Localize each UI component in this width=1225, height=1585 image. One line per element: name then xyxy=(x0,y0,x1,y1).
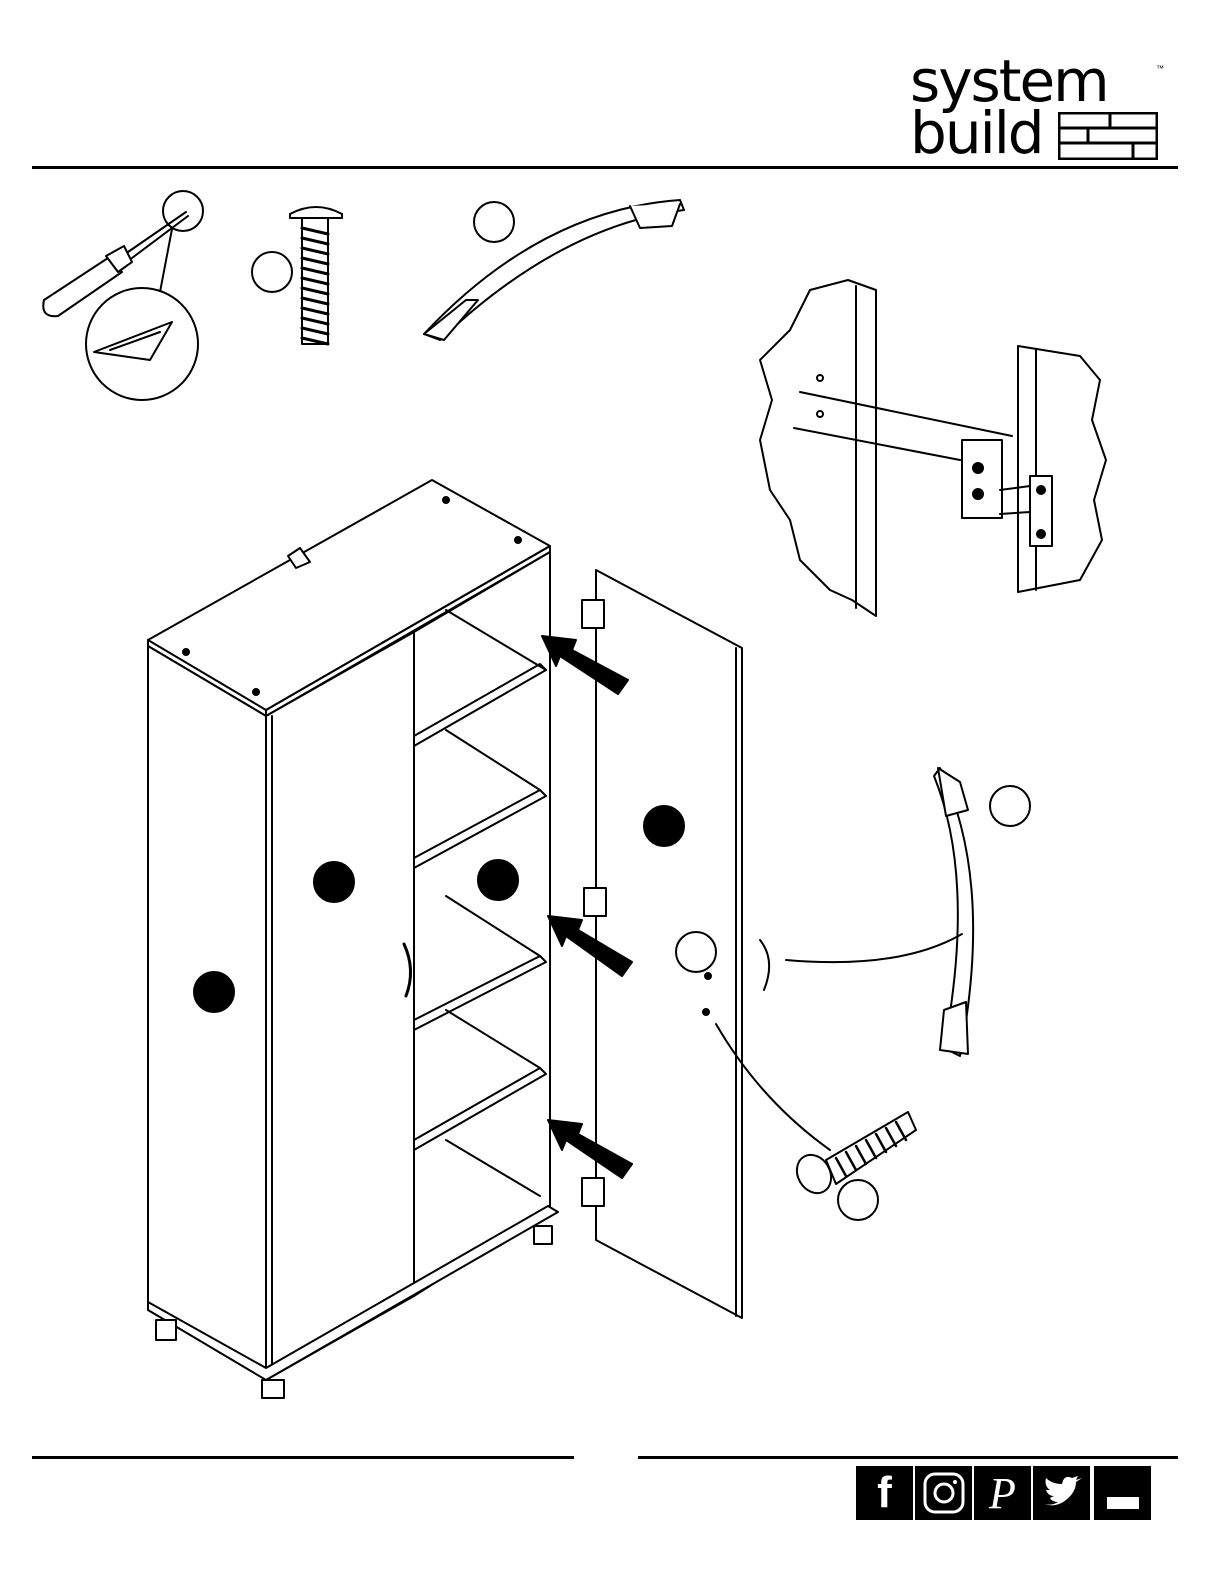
twitter-icon[interactable] xyxy=(1033,1466,1090,1520)
instagram-icon[interactable] xyxy=(915,1466,972,1520)
marker-left-panel xyxy=(194,972,234,1012)
pinterest-glyph: P xyxy=(989,1468,1016,1519)
twitter-glyph xyxy=(1042,1476,1082,1510)
cabinet-illustration xyxy=(148,480,769,1398)
facebook-icon[interactable]: f xyxy=(856,1466,913,1520)
bolt-icon xyxy=(252,207,342,344)
website-icon[interactable] xyxy=(1094,1466,1151,1520)
website-glyph xyxy=(1101,1473,1145,1513)
marker-left-door xyxy=(314,862,354,902)
marker-center-panel xyxy=(478,860,518,900)
pinterest-icon[interactable]: P xyxy=(974,1466,1031,1520)
screwdriver-icon xyxy=(43,191,203,400)
facebook-glyph: f xyxy=(877,1468,892,1518)
arched-handle-icon xyxy=(424,200,684,340)
long-bolt-icon xyxy=(716,1024,916,1220)
instagram-glyph xyxy=(922,1471,966,1515)
hinge-detail-icon xyxy=(760,280,1106,616)
marker-right-door xyxy=(644,806,684,846)
